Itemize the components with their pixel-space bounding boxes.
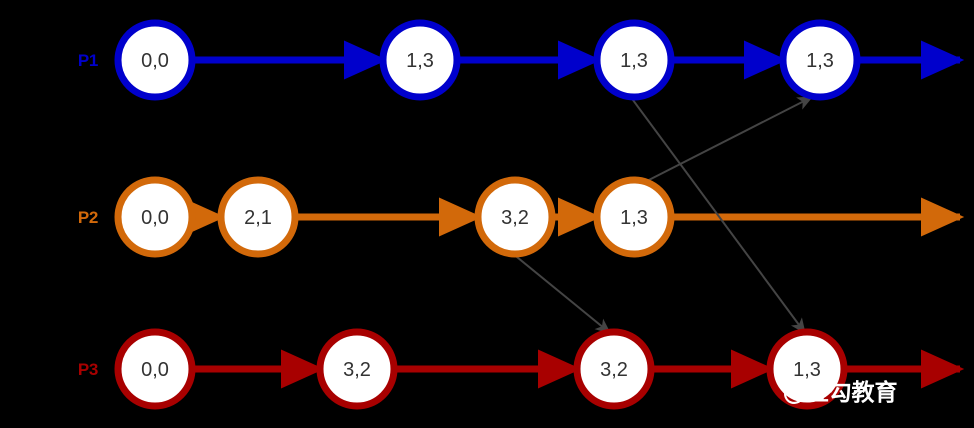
event-node-p2-2[interactable]: 3,2 [474, 176, 556, 258]
event-node-label: 1,3 [793, 359, 821, 381]
process-label-p3: P3 [78, 360, 98, 379]
event-node-p2-3[interactable]: 1,3 [593, 176, 675, 258]
message-arrow-p1-to-p3 [629, 95, 806, 334]
event-node-circle [114, 19, 196, 101]
event-node-label: 3,2 [343, 359, 371, 381]
event-node-circle [114, 176, 196, 258]
event-node-circle [379, 19, 461, 101]
event-node-circle [114, 328, 196, 410]
event-node-label: 1,3 [620, 50, 648, 72]
event-node-label: 1,3 [620, 207, 648, 229]
process-label-p1: P1 [78, 51, 98, 70]
event-node-circle [593, 19, 675, 101]
event-node-label: 1,3 [406, 50, 434, 72]
event-node-p3-1[interactable]: 3,2 [316, 328, 398, 410]
event-node-p3-2[interactable]: 3,2 [573, 328, 655, 410]
timeline-p1: P1 [78, 40, 965, 80]
event-node-label: 0,0 [141, 207, 169, 229]
event-node-p3-3[interactable]: 1,3 [766, 328, 848, 410]
process-label-p2: P2 [78, 208, 98, 227]
event-node-circle [217, 176, 299, 258]
timeline-p3: P3 [78, 349, 965, 389]
event-node-circle [766, 328, 848, 410]
event-node-p1-0[interactable]: 0,0 [114, 19, 196, 101]
message-arrow-p2-to-p1 [640, 96, 814, 185]
event-node-label: 3,2 [501, 207, 529, 229]
event-node-circle [593, 176, 675, 258]
event-node-label: 0,0 [141, 50, 169, 72]
event-node-circle [573, 328, 655, 410]
event-node-circle [474, 176, 556, 258]
watermark: @拉勾教育 [783, 379, 898, 406]
event-node-circle [316, 328, 398, 410]
event-node-p1-2[interactable]: 1,3 [593, 19, 675, 101]
event-node-p1-3[interactable]: 1,3 [779, 19, 861, 101]
event-node-circle [779, 19, 861, 101]
nodes-layer: 0,0 1,3 1,3 1,3 0,0 2,1 3,2 1,3 0,0 3,2 3,2 1,3 [114, 19, 861, 410]
event-node-label: 0,0 [141, 359, 169, 381]
watermark-layer: @拉勾教育 [783, 379, 898, 406]
event-node-p2-1[interactable]: 2,1 [217, 176, 299, 258]
messages-layer [511, 95, 814, 334]
message-arrow-p2-to-p3 [511, 252, 611, 334]
event-node-label: 2,1 [244, 207, 272, 229]
event-node-p3-0[interactable]: 0,0 [114, 328, 196, 410]
event-node-p2-0[interactable]: 0,0 [114, 176, 196, 258]
event-node-label: 1,3 [806, 50, 834, 72]
event-node-label: 3,2 [600, 359, 628, 381]
event-node-p1-1[interactable]: 1,3 [379, 19, 461, 101]
